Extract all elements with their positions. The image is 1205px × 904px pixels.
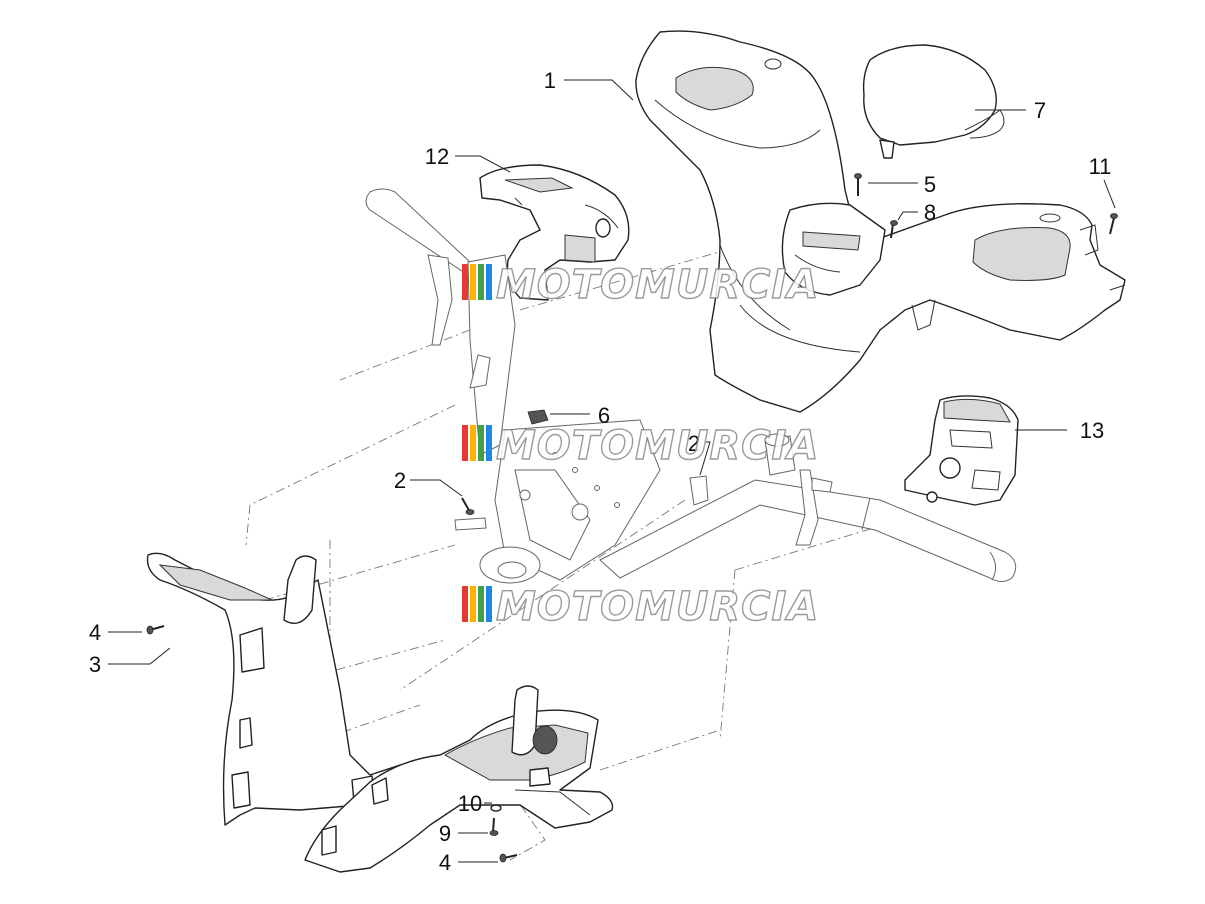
screw-9 xyxy=(489,817,499,836)
washer-10 xyxy=(490,804,502,812)
left-handlebar-tube xyxy=(365,188,471,276)
part-3-tab-middle xyxy=(239,717,253,749)
watermark-stripe-blue xyxy=(486,425,492,461)
watermark-text: MOTOMURCIA xyxy=(496,584,819,630)
lower-center-cover xyxy=(304,685,614,873)
callout-2-left: 2 xyxy=(394,468,406,493)
lower-cover-tab-a xyxy=(371,777,389,805)
watermark-text: MOTOMURCIA xyxy=(496,423,819,469)
callout-2-center: 2 xyxy=(688,431,700,456)
part-13-top-face xyxy=(943,398,1011,423)
callout-4-bottom: 4 xyxy=(439,850,451,875)
watermark-stripe-green xyxy=(478,586,484,622)
screw-4-left xyxy=(146,625,165,635)
callout-3: 3 xyxy=(89,652,101,677)
callout-13: 13 xyxy=(1080,418,1104,443)
clamp-boss-hole xyxy=(497,561,527,579)
callout-labels: 1 2 2 3 4 4 5 6 7 8 9 10 11 12 13 xyxy=(89,68,1112,875)
watermark-stripe-red xyxy=(462,586,468,622)
part-12-left-switch-cover xyxy=(479,164,630,301)
part-3-top-face xyxy=(158,564,273,601)
part-12-switch-window xyxy=(564,234,596,263)
callout-7: 7 xyxy=(1034,98,1046,123)
watermark-stripe-yellow xyxy=(470,264,476,300)
left-mount-bracket xyxy=(427,254,453,346)
part-3-boss xyxy=(283,555,317,624)
watermark-stripe-yellow xyxy=(470,586,476,622)
callout-12: 12 xyxy=(425,144,449,169)
left-mount-tab xyxy=(469,354,491,389)
clamp-bolt-hole xyxy=(571,503,589,521)
callout-1: 1 xyxy=(544,68,556,93)
part-1-switch-block xyxy=(802,231,861,251)
part-7-cover-cap xyxy=(862,44,1005,159)
part-13-right-switch-cover xyxy=(904,395,1019,506)
callout-10: 10 xyxy=(458,791,482,816)
screw-5 xyxy=(854,173,862,196)
part-1-top-opening xyxy=(675,66,754,111)
clamp-gusset xyxy=(514,469,591,561)
screw-8 xyxy=(890,220,898,239)
part-3-lower-left-cover xyxy=(146,552,403,826)
callout-5: 5 xyxy=(924,172,936,197)
watermark-stripe-red xyxy=(462,425,468,461)
right-mount-tab xyxy=(811,477,833,493)
watermark-top: MOTOMURCIA xyxy=(462,261,819,309)
watermark-stripe-blue xyxy=(486,264,492,300)
part-1-upper-handlebar-cover xyxy=(635,30,1126,413)
handlebar-frame xyxy=(365,188,1017,584)
riser-top xyxy=(764,433,790,447)
steering-column xyxy=(467,254,516,456)
watermark-stripe-yellow xyxy=(470,425,476,461)
watermark-stripe-green xyxy=(478,264,484,300)
part-3-tab-lower xyxy=(231,771,251,809)
watermark-bottom: MOTOMURCIA xyxy=(462,583,819,631)
callout-4-left: 4 xyxy=(89,620,101,645)
hardware xyxy=(146,173,1118,863)
watermark-stripe-green xyxy=(478,425,484,461)
clamp-small-hole xyxy=(519,489,531,501)
screw-11 xyxy=(1109,213,1118,235)
nut-6 xyxy=(527,409,549,425)
part-1-right-opening xyxy=(972,227,1071,281)
part-3-tab-upper xyxy=(239,627,265,673)
part-12-top-slot xyxy=(504,177,574,193)
frame-holes xyxy=(552,452,620,508)
watermark-stripe-blue xyxy=(486,586,492,622)
screw-4-bottom xyxy=(499,853,518,863)
screw-2-left xyxy=(461,497,475,515)
callout-8: 8 xyxy=(924,200,936,225)
watermark-middle: MOTOMURCIA xyxy=(462,422,819,470)
callout-9: 9 xyxy=(439,821,451,846)
watermark-stripe-red xyxy=(462,264,468,300)
callout-leaders xyxy=(108,79,1116,863)
lower-cover-tab-c xyxy=(529,767,551,787)
part-7-clip xyxy=(879,139,895,159)
watermark-text: MOTOMURCIA xyxy=(496,262,819,308)
frame-tab-2 xyxy=(689,475,709,506)
callout-6: 6 xyxy=(598,403,610,428)
lower-cover-tab-b xyxy=(321,825,337,856)
part-13-hole xyxy=(939,457,961,479)
part-12-boss xyxy=(595,218,611,238)
lower-cover-hole xyxy=(532,725,558,755)
part-1-center-housing xyxy=(781,202,886,296)
callout-11: 11 xyxy=(1089,154,1112,179)
frame-tab-lower xyxy=(454,517,487,531)
